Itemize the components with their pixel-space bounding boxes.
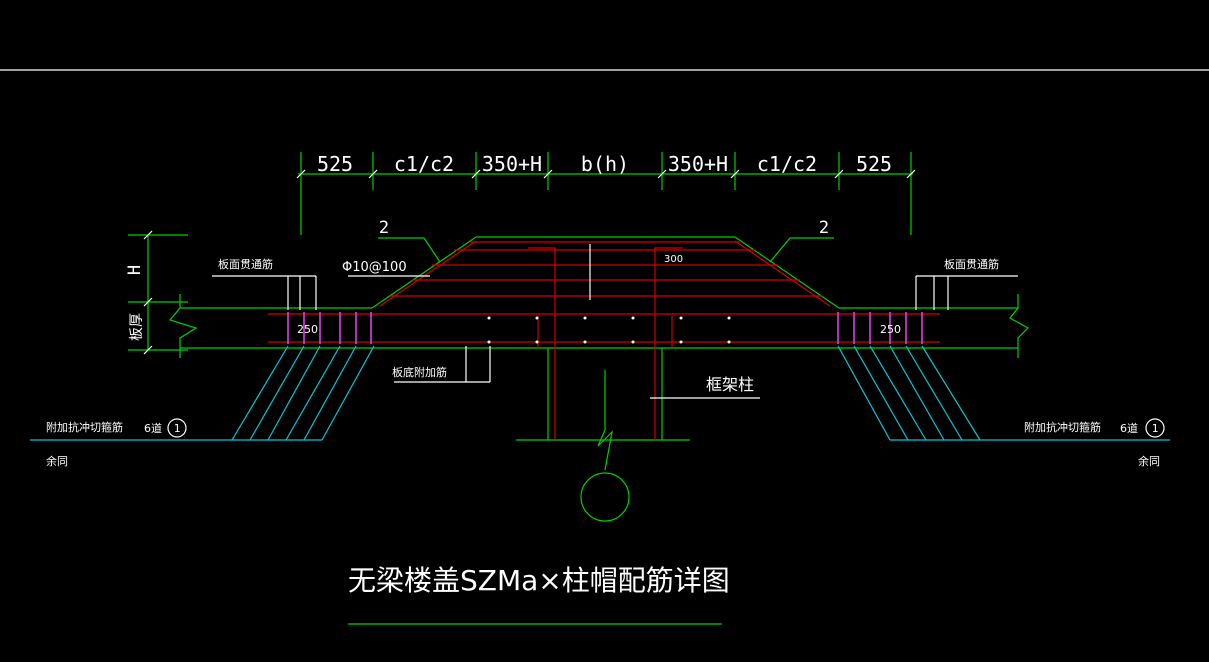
note-left: 余同 <box>46 454 68 468</box>
count-label-right: 6道 <box>1120 421 1138 435</box>
mark-2-right: 2 <box>819 218 829 238</box>
dimension-chain <box>296 152 916 235</box>
leader-lines <box>212 237 1018 399</box>
top-bar-label-right: 板面贯通筋 <box>944 257 999 271</box>
callout-circle-left <box>167 418 187 438</box>
spacing-300-label: 300 <box>664 254 683 265</box>
dim-c1-c2-left: c1/c2 <box>394 152 454 176</box>
shear-leaders <box>30 345 1170 441</box>
bottom-bar-label: 板底附加筋 <box>392 365 447 379</box>
column <box>516 348 690 522</box>
dim-c1-c2-right: c1/c2 <box>757 152 817 176</box>
shear-label-right: 附加抗冲切箍筋 <box>1024 420 1101 434</box>
callout-circle-right <box>1145 418 1165 438</box>
slab-thickness-label: 板厚 <box>129 313 145 341</box>
slab-outline <box>168 236 1029 358</box>
circle-number-right: 1 <box>1152 422 1159 435</box>
circle-number-left: 1 <box>174 422 181 435</box>
column-label: 框架柱 <box>706 375 754 394</box>
drawing-title: 无梁楼盖SZMa×柱帽配筋详图 <box>348 564 730 597</box>
rebar-lines <box>268 240 940 440</box>
shear-label-left: 附加抗冲切箍筋 <box>46 420 123 434</box>
dim-b-h: b(h) <box>581 152 629 176</box>
spacing-250-right: 250 <box>880 323 901 336</box>
section-circle <box>580 472 630 522</box>
height-dimension <box>128 230 188 355</box>
dim-350-h-right: 350+H <box>668 152 728 176</box>
rebar-spec-label: Φ10@100 <box>342 260 407 275</box>
top-bar-label-left: 板面贯通筋 <box>218 257 273 271</box>
rebar-dots <box>487 316 731 344</box>
dim-350-h-left: 350+H <box>482 152 542 176</box>
dim-525-right: 525 <box>856 152 892 176</box>
mark-2-left: 2 <box>379 218 389 238</box>
count-label-left: 6道 <box>144 421 162 435</box>
height-label: H <box>125 265 145 275</box>
dim-525-left: 525 <box>317 152 353 176</box>
stirrups <box>287 312 923 344</box>
spacing-250-left: 250 <box>297 323 318 336</box>
note-right: 余同 <box>1138 454 1160 468</box>
